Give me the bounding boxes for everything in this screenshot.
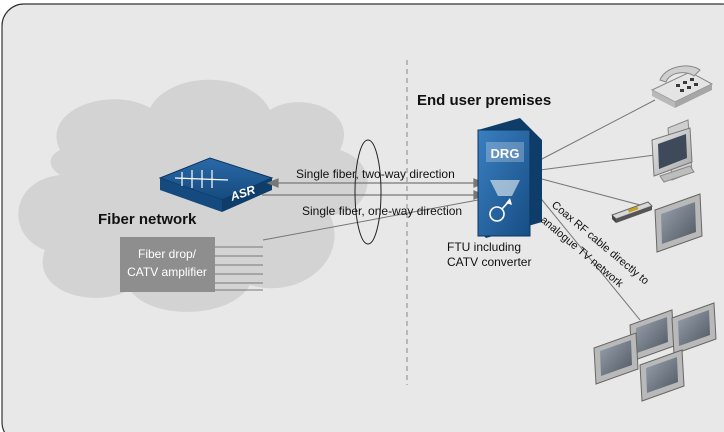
fiber-network-label: Fiber network (98, 211, 197, 228)
telephone-icon (650, 65, 714, 108)
tv-stack-icon (593, 302, 717, 402)
fiber-drop-label-line2: CATV amplifier (127, 265, 207, 279)
fiber-drop-label-line1: Fiber drop/ (138, 247, 197, 261)
set-top-box-icon (611, 201, 653, 223)
drg-device (477, 118, 542, 238)
end-user-premises-label: End user premises (417, 92, 551, 109)
two-way-label: Single fiber, two-way direction (296, 167, 455, 181)
tv-icon (654, 193, 703, 253)
fiber-drop-box (120, 237, 215, 292)
premises-links (537, 99, 656, 321)
fiber-bundle-ellipse (354, 139, 382, 245)
drg-label: DRG (491, 146, 520, 161)
ftu-label-line1: FTU including (447, 240, 521, 254)
one-way-label: Single fiber, one-way direction (302, 204, 462, 218)
fiber-drop-lines (213, 199, 479, 291)
asr-device (158, 157, 274, 212)
ftu-label-line2: CATV converter (447, 255, 531, 269)
computer-icon (651, 119, 695, 183)
